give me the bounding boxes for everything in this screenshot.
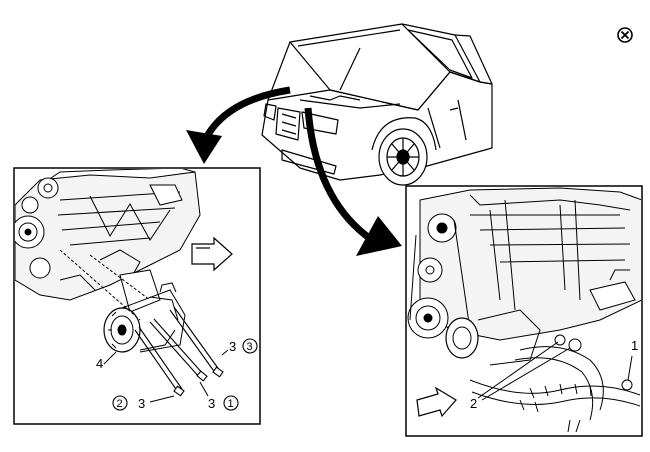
callout-label-3-bottom-left: 3 — [138, 396, 145, 411]
circled-number-3: 3 — [247, 341, 253, 353]
left-detail-panel: 4 3 3 2 3 3 1 — [13, 167, 261, 425]
callout-label-1: 1 — [631, 338, 638, 353]
callout-label-3-top: 3 — [229, 339, 236, 354]
right-detail-panel: 2 1 — [405, 185, 643, 437]
circled-number-2: 2 — [117, 398, 123, 410]
callout-label-2: 2 — [470, 396, 477, 411]
circled-number-1: 1 — [228, 398, 234, 410]
callout-label-4: 4 — [96, 356, 103, 371]
callout-arrow-right — [304, 107, 402, 256]
direction-arrow-icon — [416, 386, 457, 418]
direction-arrow-icon — [191, 236, 233, 272]
callout-label-3-bottom-right: 3 — [208, 396, 215, 411]
car-illustration — [261, 23, 493, 186]
close-icon[interactable] — [617, 27, 633, 43]
callout-arrow-left — [186, 86, 291, 164]
